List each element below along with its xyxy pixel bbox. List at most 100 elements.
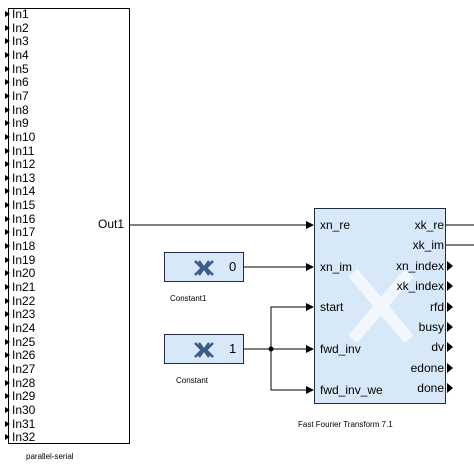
input-arrow-icon [5,24,10,31]
fft-input-port-label: xn_re [320,218,351,232]
fft-input-port-label: xn_im [320,260,353,274]
output-port-arrow-icon [447,260,453,271]
input-arrow-icon [5,65,10,72]
input-port-label: In12 [12,157,36,172]
input-port-label: In10 [12,129,36,144]
input-port-label: In19 [12,252,36,267]
fft-caption: Fast Fourier Transform 7.1 [298,420,393,429]
fft-output-port-label: xk_re [414,218,444,232]
constant1-block[interactable]: 0 [164,252,244,282]
fft-output-port-label: xn_index [395,258,444,273]
constant-caption: Constant [176,376,209,385]
input-port-label: In7 [12,88,29,103]
input-port-label: In20 [12,266,36,281]
input-port-label: In13 [12,170,36,185]
input-arrow-icon [5,188,10,195]
input-arrow-icon [5,174,10,181]
fft-output-port-label: busy [418,320,444,334]
input-port-label: In25 [12,334,36,349]
input-port-label: In14 [12,184,36,199]
input-port-label: In16 [12,211,36,226]
input-arrow-icon [5,379,10,386]
input-arrow-icon [5,215,10,222]
input-arrow-icon [5,202,10,209]
output-port-arrow-icon [447,281,453,292]
xilinx-logo-icon [194,342,214,358]
input-arrow-icon [5,352,10,359]
input-arrow-icon [5,51,10,58]
constant1-caption: Constant1 [170,294,207,303]
input-port-label: In4 [12,47,29,62]
input-arrow-icon [5,338,10,345]
input-port-label: In18 [12,239,36,254]
input-arrow-icon [5,92,10,99]
input-port-label: In28 [12,375,36,390]
wire-branch-to-fwd-inv-we [270,349,306,391]
input-port-label: In30 [12,402,36,417]
xilinx-watermark-icon [349,269,413,343]
input-arrow-icon [5,393,10,400]
input-port-label: In22 [12,293,36,308]
fft-output-port-label: dv [431,340,444,355]
fft-input-port-label: start [320,300,344,314]
input-port-label: In2 [12,20,29,35]
fft-output-port-label: done [417,381,444,396]
parallel-serial-block[interactable] [8,8,130,444]
parallel-serial-output-port-label: Out1 [98,217,125,231]
wire-arrow-xn-im [306,263,314,271]
input-port-label: In26 [12,348,36,363]
wire-arrow-fwd-inv-we [306,386,314,394]
input-port-label: In1 [12,7,29,21]
input-port-label: In17 [12,225,36,240]
input-port-label: In6 [12,75,29,90]
fft-input-port-label: fwd_inv_we [320,383,383,397]
input-port-label: In15 [12,198,36,213]
input-port-label: In31 [12,416,36,431]
input-arrow-icon [5,365,10,372]
fft-input-port-label: fwd_inv [320,342,361,356]
fft-output-port-label: edone [410,360,444,375]
input-port-label: In3 [12,34,29,49]
input-arrow-icon [5,120,10,127]
input-arrow-icon [5,324,10,331]
wire-arrow-start [306,303,314,311]
output-port-arrow-icon [447,362,453,373]
input-arrow-icon [5,133,10,140]
wire-arrow-fwd-inv [306,345,314,353]
wire-arrow-xn-re [306,221,314,229]
input-port-label: In5 [12,61,29,76]
constant1-value: 0 [229,259,237,274]
input-port-label: In8 [12,102,29,117]
input-arrow-icon [5,256,10,263]
input-arrow-icon [5,38,10,45]
fft-output-port-label: rfd [429,299,444,314]
input-port-label: In23 [12,307,36,322]
input-arrow-icon [5,161,10,168]
fft-output-port-label: xk_im [412,238,444,253]
input-arrow-icon [5,147,10,154]
input-arrow-icon [5,420,10,427]
input-port-label: In24 [12,320,36,335]
input-port-label: In21 [12,280,36,294]
output-port-arrow-icon [447,301,453,312]
input-arrow-icon [5,297,10,304]
xilinx-logo-icon [194,260,214,276]
input-arrow-icon [5,229,10,236]
wire-branch-to-start [270,306,306,349]
constant-block[interactable]: 1 [164,334,244,364]
constant-value: 1 [229,341,237,356]
input-arrow-icon [5,11,10,17]
input-arrow-icon [5,284,10,290]
fft-block[interactable] [314,208,446,404]
fft-output-port-label: xk_index [396,279,444,294]
input-arrow-icon [5,406,10,413]
output-port-arrow-icon [447,383,453,394]
input-arrow-icon [5,106,10,113]
input-port-label: In11 [12,143,35,158]
parallel-serial-caption: parallel-serial [26,452,74,461]
input-port-label: In27 [12,361,36,376]
input-port-label: In29 [12,389,36,404]
input-arrow-icon [5,311,10,318]
input-arrow-icon [5,243,10,250]
